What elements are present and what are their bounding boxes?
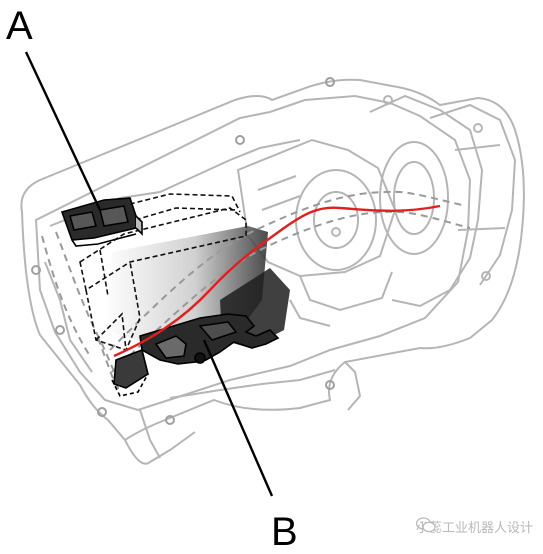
- component-b-bracket: [111, 313, 280, 397]
- component-a-connector: [60, 197, 143, 247]
- frame-bolts: [31, 77, 335, 425]
- watermark-text: 小蕊工业机器人设计: [415, 521, 533, 536]
- wechat-icon: [415, 517, 436, 533]
- red-cable: [113, 204, 441, 358]
- cable-harness-dashed: [41, 190, 471, 393]
- wrist-housing: [369, 94, 517, 308]
- callout-a-leader: [24, 51, 102, 211]
- watermark: 小蕊工业机器人设计: [415, 517, 533, 536]
- callout-label-a: A: [6, 4, 33, 48]
- callout-label-b: B: [271, 510, 298, 554]
- callout-b-leader: [202, 339, 274, 497]
